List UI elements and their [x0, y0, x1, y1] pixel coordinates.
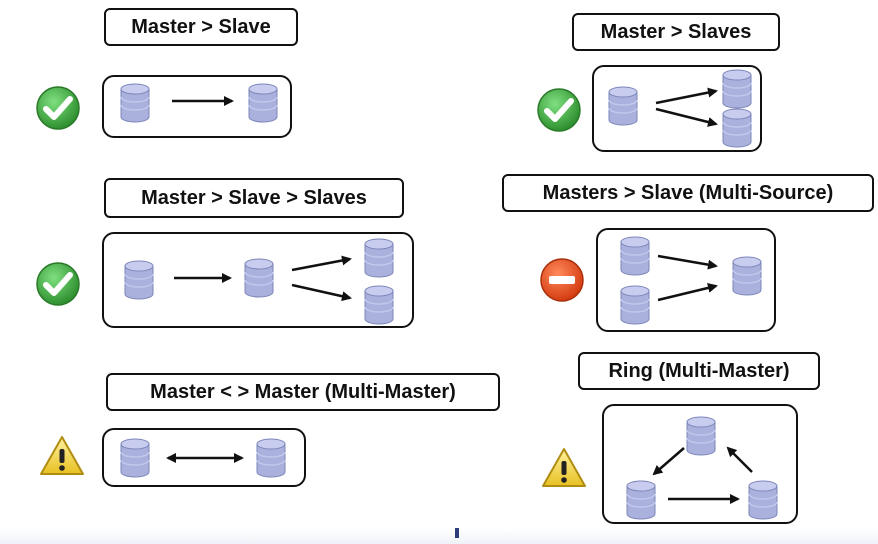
label-ring-multi-master: Ring (Multi-Master): [578, 352, 820, 390]
database-icon: [626, 480, 656, 520]
label-master-slave-slaves: Master > Slave > Slaves: [104, 178, 404, 218]
warning-icon: [40, 436, 84, 475]
database-icon: [364, 285, 394, 325]
database-icon: [722, 69, 752, 109]
database-icon: [608, 86, 638, 126]
database-icon: [256, 438, 286, 478]
checkmark-icon: [537, 88, 581, 132]
database-icon: [620, 285, 650, 325]
database-icon: [686, 416, 716, 456]
database-icon: [124, 260, 154, 300]
database-icon: [732, 256, 762, 296]
database-icon: [244, 258, 274, 298]
label-masters-slave-multi-source: Masters > Slave (Multi-Source): [502, 174, 874, 212]
label-master-slaves: Master > Slaves: [572, 13, 780, 51]
database-icon: [620, 236, 650, 276]
database-icon: [120, 438, 150, 478]
slide-footer: [0, 528, 878, 544]
checkmark-icon: [36, 86, 80, 130]
label-master-slave: Master > Slave: [104, 8, 298, 46]
slide-footer-mark: [455, 528, 459, 538]
no-entry-icon: [540, 258, 584, 302]
database-icon: [722, 108, 752, 148]
warning-icon: [542, 448, 586, 487]
database-icon: [248, 83, 278, 123]
database-icon: [748, 480, 778, 520]
checkmark-icon: [36, 262, 80, 306]
database-icon: [120, 83, 150, 123]
database-icon: [364, 238, 394, 278]
label-master-master-multi-master: Master < > Master (Multi-Master): [106, 373, 500, 411]
